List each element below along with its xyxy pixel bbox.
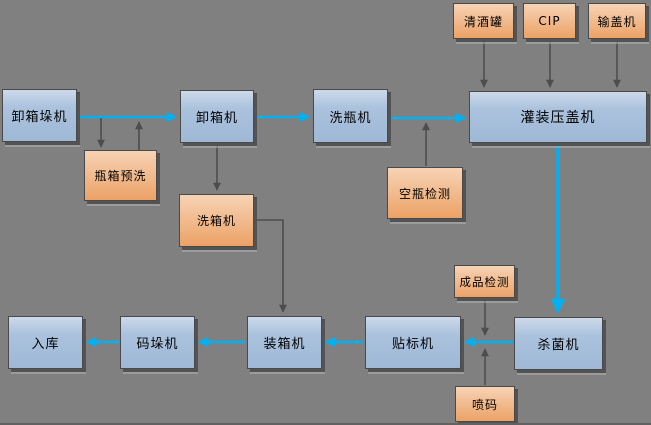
node-labeler: 贴标机	[365, 316, 461, 369]
node-label: 杀菌机	[537, 338, 580, 353]
node-depalletizer: 卸箱垛机	[2, 89, 77, 142]
node-label: 码垛机	[136, 337, 179, 352]
node-filler-capper: 灌装压盖机	[469, 91, 647, 143]
node-palletizer: 码垛机	[120, 316, 195, 369]
node-cip: CIP	[523, 3, 576, 39]
node-label: 瓶箱预洗	[94, 169, 147, 183]
node-case-packer: 装箱机	[247, 316, 322, 369]
node-sake-tank: 清酒罐	[453, 3, 514, 39]
node-crate-washer: 洗箱机	[179, 194, 254, 247]
node-label: 清酒罐	[463, 14, 503, 29]
node-finished-product-inspection: 成品检测	[454, 265, 515, 298]
node-label: 入库	[31, 337, 60, 352]
node-label: 洗箱机	[196, 214, 236, 228]
node-label: 装箱机	[263, 337, 306, 352]
node-empty-bottle-inspection: 空瓶检测	[387, 167, 463, 219]
node-sterilizer: 杀菌机	[514, 317, 603, 370]
node-label: 卸箱机	[195, 111, 238, 126]
node-label: 贴标机	[391, 337, 434, 352]
node-inkjet-coder: 喷码	[455, 386, 515, 422]
node-label: 输盖机	[597, 14, 637, 29]
node-label: 卸箱垛机	[11, 110, 68, 125]
node-pre-wash: 瓶箱预洗	[84, 150, 157, 201]
node-warehouse: 入库	[8, 316, 83, 369]
node-label: 喷码	[471, 397, 498, 412]
node-label: 洗瓶机	[329, 110, 372, 126]
node-decrater: 卸箱机	[180, 90, 254, 143]
edge-cratewasher-casepacker	[254, 219, 287, 313]
node-bottle-washer: 洗瓶机	[313, 89, 388, 143]
node-label: CIP	[538, 14, 561, 28]
node-label: 成品检测	[459, 274, 510, 289]
node-cap-feeder: 输盖机	[588, 3, 646, 39]
node-label: 空瓶检测	[398, 186, 451, 201]
node-label: 灌装压盖机	[520, 110, 596, 126]
